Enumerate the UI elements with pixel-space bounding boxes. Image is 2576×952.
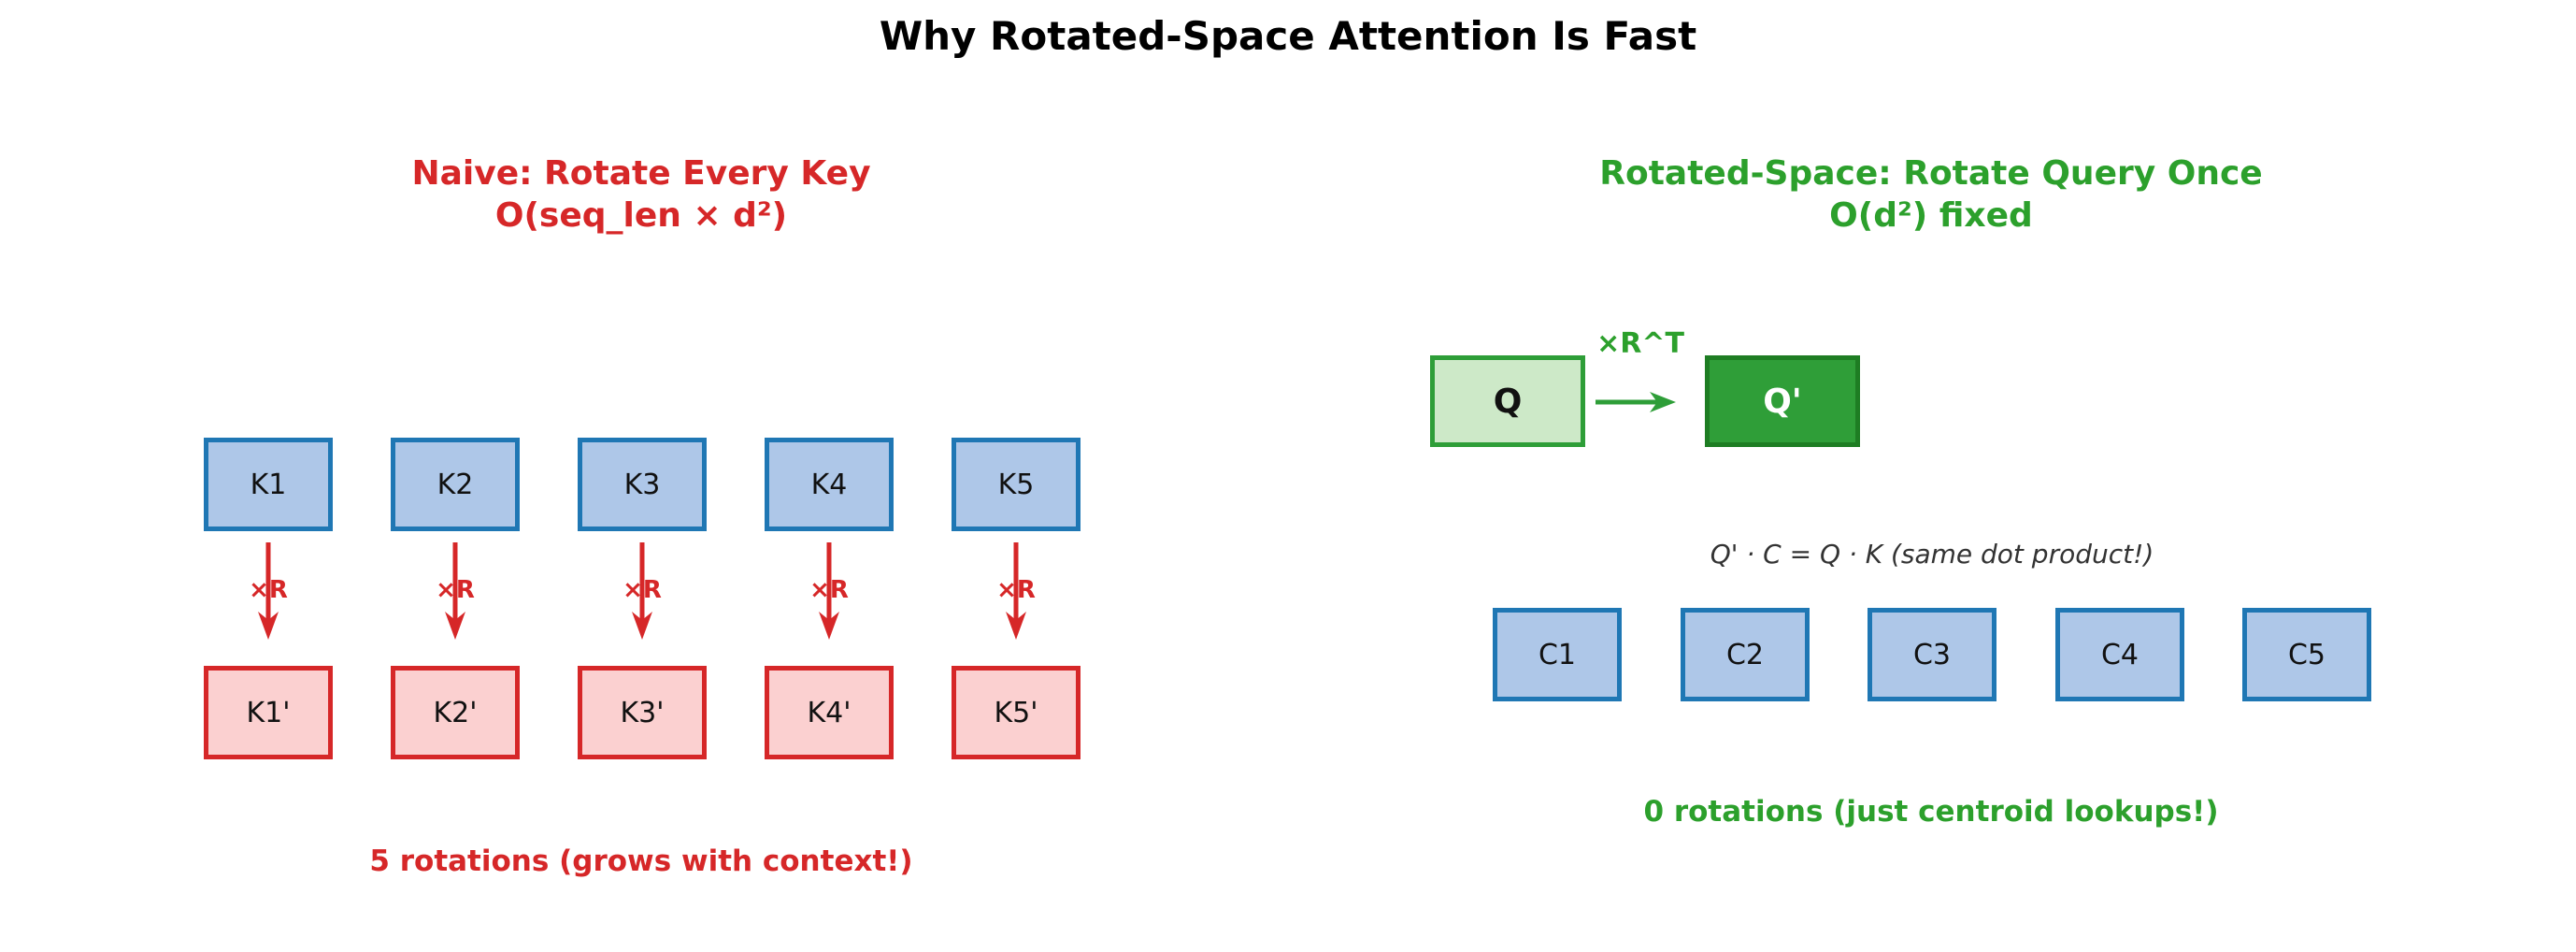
centroid-box-c4: C4: [2055, 608, 2184, 701]
key-box-k5: K5: [952, 438, 1080, 531]
down-arrow-icon: [1004, 541, 1028, 642]
left-panel-title-line2: O(seq_len × d²): [494, 196, 788, 235]
query-box: Q: [1430, 355, 1585, 447]
right-panel-title-line1: Rotated-Space: Rotate Query Once: [1599, 154, 2263, 193]
centroid-box-c5: C5: [2242, 608, 2371, 701]
right-panel-title: Rotated-Space: Rotate Query Once O(d²) f…: [1464, 152, 2398, 237]
rotated-query-box: Q': [1705, 355, 1860, 447]
rotated-key-box-k1p: K1': [204, 666, 333, 759]
rotation-label-xr: ×R: [436, 576, 475, 604]
key-box-k3: K3: [578, 438, 707, 531]
left-panel-title-line1: Naive: Rotate Every Key: [411, 154, 871, 193]
right-arrow-icon: [1594, 390, 1678, 414]
key-box-k4: K4: [765, 438, 894, 531]
rotation-label-xr: ×R: [809, 576, 849, 604]
equation-text: Q' · C = Q · K (same dot product!): [1710, 539, 2154, 570]
centroid-box-c2: C2: [1681, 608, 1810, 701]
right-panel-title-line2: O(d²) fixed: [1829, 196, 2033, 235]
rotated-key-box-k3p: K3': [578, 666, 707, 759]
left-panel-title: Naive: Rotate Every Key O(seq_len × d²): [174, 152, 1109, 237]
down-arrow-icon: [443, 541, 467, 642]
rotated-key-box-k2p: K2': [391, 666, 520, 759]
down-arrow-icon: [256, 541, 280, 642]
rotated-key-box-k5p: K5': [952, 666, 1080, 759]
rotation-label-xrt: ×R^T: [1596, 327, 1684, 360]
right-panel-caption: 0 rotations (just centroid lookups!): [1643, 795, 2219, 829]
rotation-label-xr: ×R: [249, 576, 288, 604]
rotation-label-xr: ×R: [996, 576, 1036, 604]
down-arrow-icon: [630, 541, 654, 642]
key-box-k2: K2: [391, 438, 520, 531]
centroid-box-c1: C1: [1493, 608, 1622, 701]
left-panel-caption: 5 rotations (grows with context!): [369, 844, 913, 878]
down-arrow-icon: [817, 541, 841, 642]
key-box-k1: K1: [204, 438, 333, 531]
centroid-box-c3: C3: [1868, 608, 1996, 701]
figure-title: Why Rotated-Space Attention Is Fast: [879, 13, 1697, 59]
rotation-label-xr: ×R: [623, 576, 662, 604]
rotated-key-box-k4p: K4': [765, 666, 894, 759]
